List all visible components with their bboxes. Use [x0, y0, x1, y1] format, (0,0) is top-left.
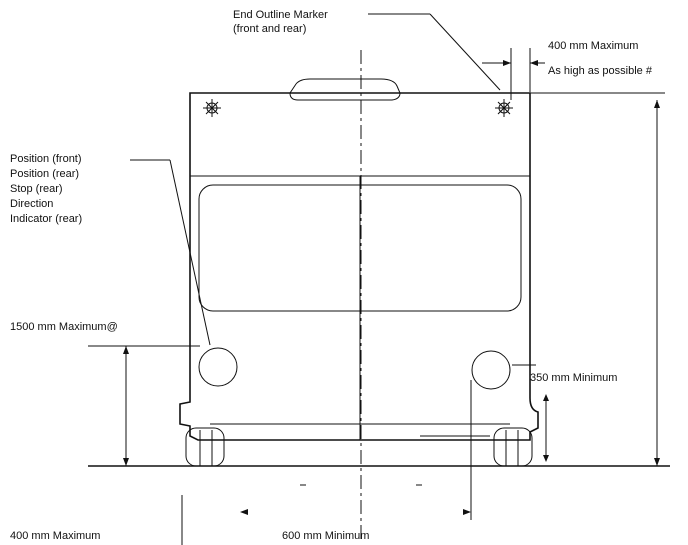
bus-body: [179, 78, 539, 441]
label-600-min: 600 mm Minimum: [282, 530, 369, 542]
destination-box: [289, 78, 401, 101]
rear-lamp-left: [198, 347, 238, 387]
top-400-dimension: [482, 48, 545, 100]
label-position-rear: Position (rear): [10, 168, 79, 180]
min-600-dimension: [240, 380, 472, 520]
height-dimension-right: [530, 92, 665, 466]
label-stop-rear: Stop (rear): [10, 183, 63, 195]
wheel-left: [185, 427, 225, 467]
end-outline-marker-lamp-left: [203, 99, 221, 117]
label-end-outline-marker-sub: (front and rear): [233, 23, 306, 35]
label-indicator-rear: Indicator (rear): [10, 213, 82, 225]
label-as-high-as-possible: As high as possible #: [548, 65, 653, 77]
end-outline-marker-lamp-right: [495, 99, 513, 117]
label-400-max-bottom: 400 mm Maximum: [10, 530, 100, 542]
max-1500-dimension: [88, 345, 200, 466]
label-position-front: Position (front): [10, 153, 82, 165]
label-1500-max: 1500 mm Maximum@: [10, 321, 118, 333]
label-end-outline-marker: End Outline Marker: [233, 9, 328, 21]
rear-lamp-right: [471, 350, 511, 390]
label-direction: Direction: [10, 198, 53, 210]
label-400-max-top: 400 mm Maximum: [548, 40, 638, 52]
wheel-right: [493, 427, 533, 467]
min-350-dimension: [512, 364, 549, 462]
label-350-min: 350 mm Minimum: [530, 372, 617, 384]
